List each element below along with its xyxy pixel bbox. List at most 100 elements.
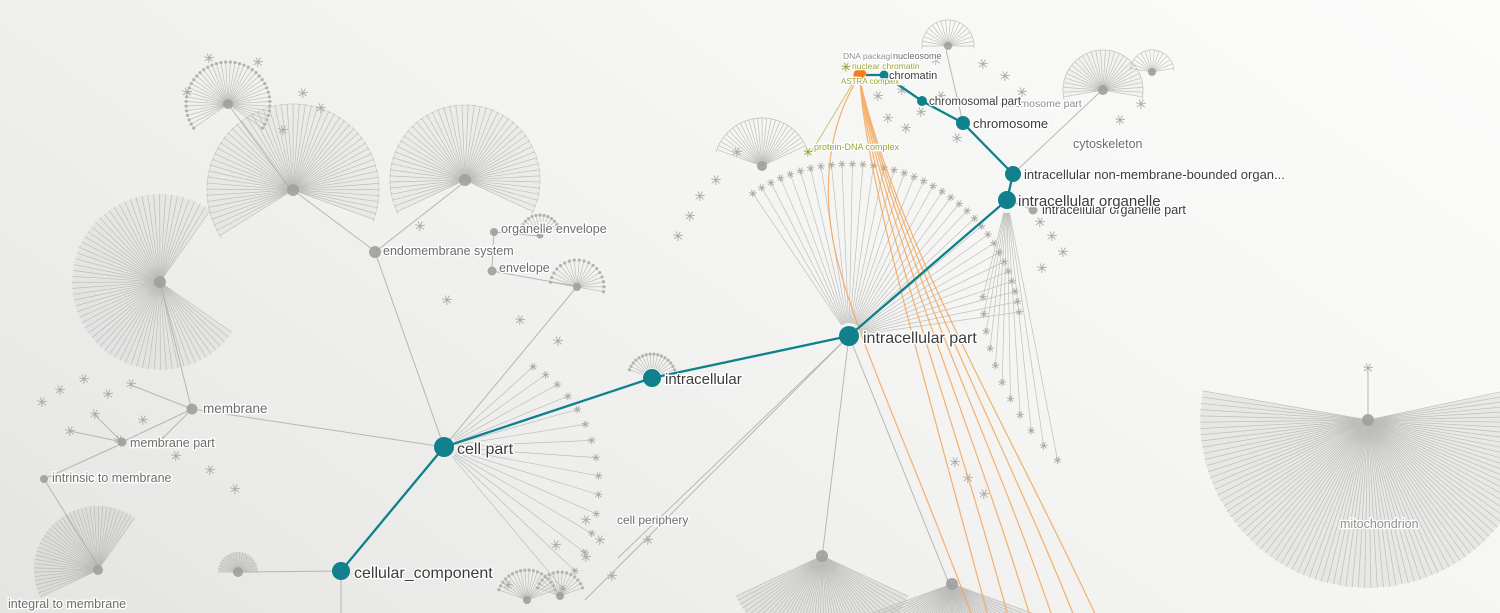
term-label[interactable]: integral to membrane [7,596,128,613]
cluster-hub-node[interactable] [459,174,471,186]
collapsed-subtree-star [848,160,857,168]
cluster-hub-node[interactable] [523,596,531,604]
label-intracellular-part[interactable]: intracellular part [862,329,979,349]
node-intracellular[interactable] [643,369,661,387]
cluster-hub-node[interactable] [573,283,581,291]
term-label[interactable]: intracellular organelle part [1041,202,1188,219]
cluster-hub-node[interactable] [1098,85,1108,95]
cluster-hub-node[interactable] [816,550,828,562]
node-cellular-component[interactable] [332,562,350,580]
cluster-hub-node[interactable] [233,567,243,577]
collapsed-subtree-star [995,248,1004,257]
label-cellular-component[interactable]: cellular_component [353,564,495,584]
cluster-hub-node[interactable] [1362,414,1374,426]
label-intracellular-non-membrane-bounded-organelle[interactable]: intracellular non-membrane-bounded organ… [1023,166,1286,184]
collapsed-subtree-star [126,379,137,390]
collapsed-subtree-star [1011,287,1019,296]
term-label-small[interactable]: nucleosome [892,50,943,63]
collapsed-subtree-star [916,107,927,118]
cluster-hub-node[interactable] [536,231,544,239]
node-intracellular-part[interactable] [839,326,859,346]
label-intracellular[interactable]: intracellular [664,370,743,390]
term-label[interactable]: intrinsic to membrane [51,470,173,487]
highlight-edge [651,334,850,380]
node-chromatin[interactable] [879,70,889,80]
label-chromosome[interactable]: chromosome [972,115,1050,133]
collapsed-subtree-star [931,55,942,66]
collapsed-subtree-star [910,173,918,181]
cluster-hub-node[interactable] [757,161,767,171]
node-chromosomal-part[interactable] [917,96,927,106]
collapsed-subtree-star [1000,258,1008,266]
node-nucleosome[interactable] [853,68,867,82]
cluster-hub-node[interactable] [287,184,299,196]
cluster-hub-node[interactable] [944,42,952,50]
collapsed-subtree-star [1006,395,1015,403]
cluster-hub-node[interactable] [369,246,381,258]
collapsed-subtree-star [817,162,825,171]
collapsed-subtree-star [873,91,884,102]
fan-spoke-layer [34,19,1500,613]
collapsed-subtree-star [442,295,453,306]
collapsed-subtree-star [553,336,564,347]
term-label[interactable]: cell periphery [616,512,690,529]
fan-fill [1200,390,1500,588]
node-intracellular-organelle[interactable] [998,191,1016,209]
collapsed-subtree-star [673,231,684,242]
cluster-hub-node[interactable] [93,565,103,575]
cluster-hub-node[interactable] [490,228,498,236]
cluster-hub-node[interactable] [223,99,233,109]
term-label-small[interactable]: protein-DNA complex [813,141,901,154]
collapsed-subtree-star [990,239,998,248]
term-label-small[interactable]: nuclear chromatin [851,60,921,73]
node-intracellular-non-membrane-bounded-organelle[interactable] [1005,166,1021,182]
collapsed-subtree-star [581,552,592,563]
cluster-hub-node[interactable] [117,437,127,447]
cluster-hub-node[interactable] [946,578,958,590]
term-label[interactable]: organelle envelope [500,221,608,238]
cluster-hub-node[interactable] [1028,205,1038,215]
orange-curve [859,79,1052,613]
cluster-hub-node[interactable] [556,592,564,600]
cluster-hub-node[interactable] [40,475,48,483]
collapsed-subtree-star [156,436,167,447]
collapsed-subtree-star [776,174,785,183]
collapsed-subtree-star [979,489,990,500]
orange-curve [859,79,1030,613]
label-intracellular-organelle[interactable]: intracellular organelle [1017,192,1162,212]
cluster-hub-node[interactable] [487,266,497,276]
node-cell-part[interactable] [434,437,454,457]
highlight-edge [848,199,1008,337]
hub-node-layer [40,42,1374,604]
collapsed-subtree-star [90,409,101,420]
cluster-hub-node[interactable] [154,276,166,288]
label-chromatin[interactable]: chromatin [888,69,939,84]
collapsed-subtree-star [587,529,596,538]
term-label[interactable]: membrane [202,400,269,418]
node-chromosome[interactable] [956,116,970,130]
term-label[interactable]: envelope [498,260,551,277]
collapsed-subtree-star [573,405,582,414]
cluster-hub-node[interactable] [1148,68,1156,76]
collapsed-subtree-star [1115,115,1126,126]
collapsed-subtree-star [979,310,988,318]
label-cell-part[interactable]: cell part [456,440,515,460]
term-label-small[interactable]: DNA packaging complex [842,50,938,63]
collapsed-subtree-star [138,415,149,426]
term-label[interactable]: cytoskeleton [1072,136,1144,153]
collapsed-subtree-star [1136,99,1147,110]
collapsed-subtree-star [757,184,766,192]
collapsed-subtree-star [551,540,562,551]
term-label[interactable]: endomembrane system [382,243,515,260]
cluster-hub-node[interactable] [186,403,198,415]
term-label[interactable]: membrane part [129,435,217,452]
term-label[interactable]: mitochondrion [1339,516,1420,533]
collapsed-subtree-star [919,177,928,185]
collapsed-subtree-star [1015,308,1024,316]
term-label[interactable]: chromosome part [999,97,1083,112]
fan-fill [390,105,540,212]
label-chromosomal-part[interactable]: chromosomal part [928,95,1023,110]
term-label-small[interactable]: ASTRA complex [840,76,901,88]
